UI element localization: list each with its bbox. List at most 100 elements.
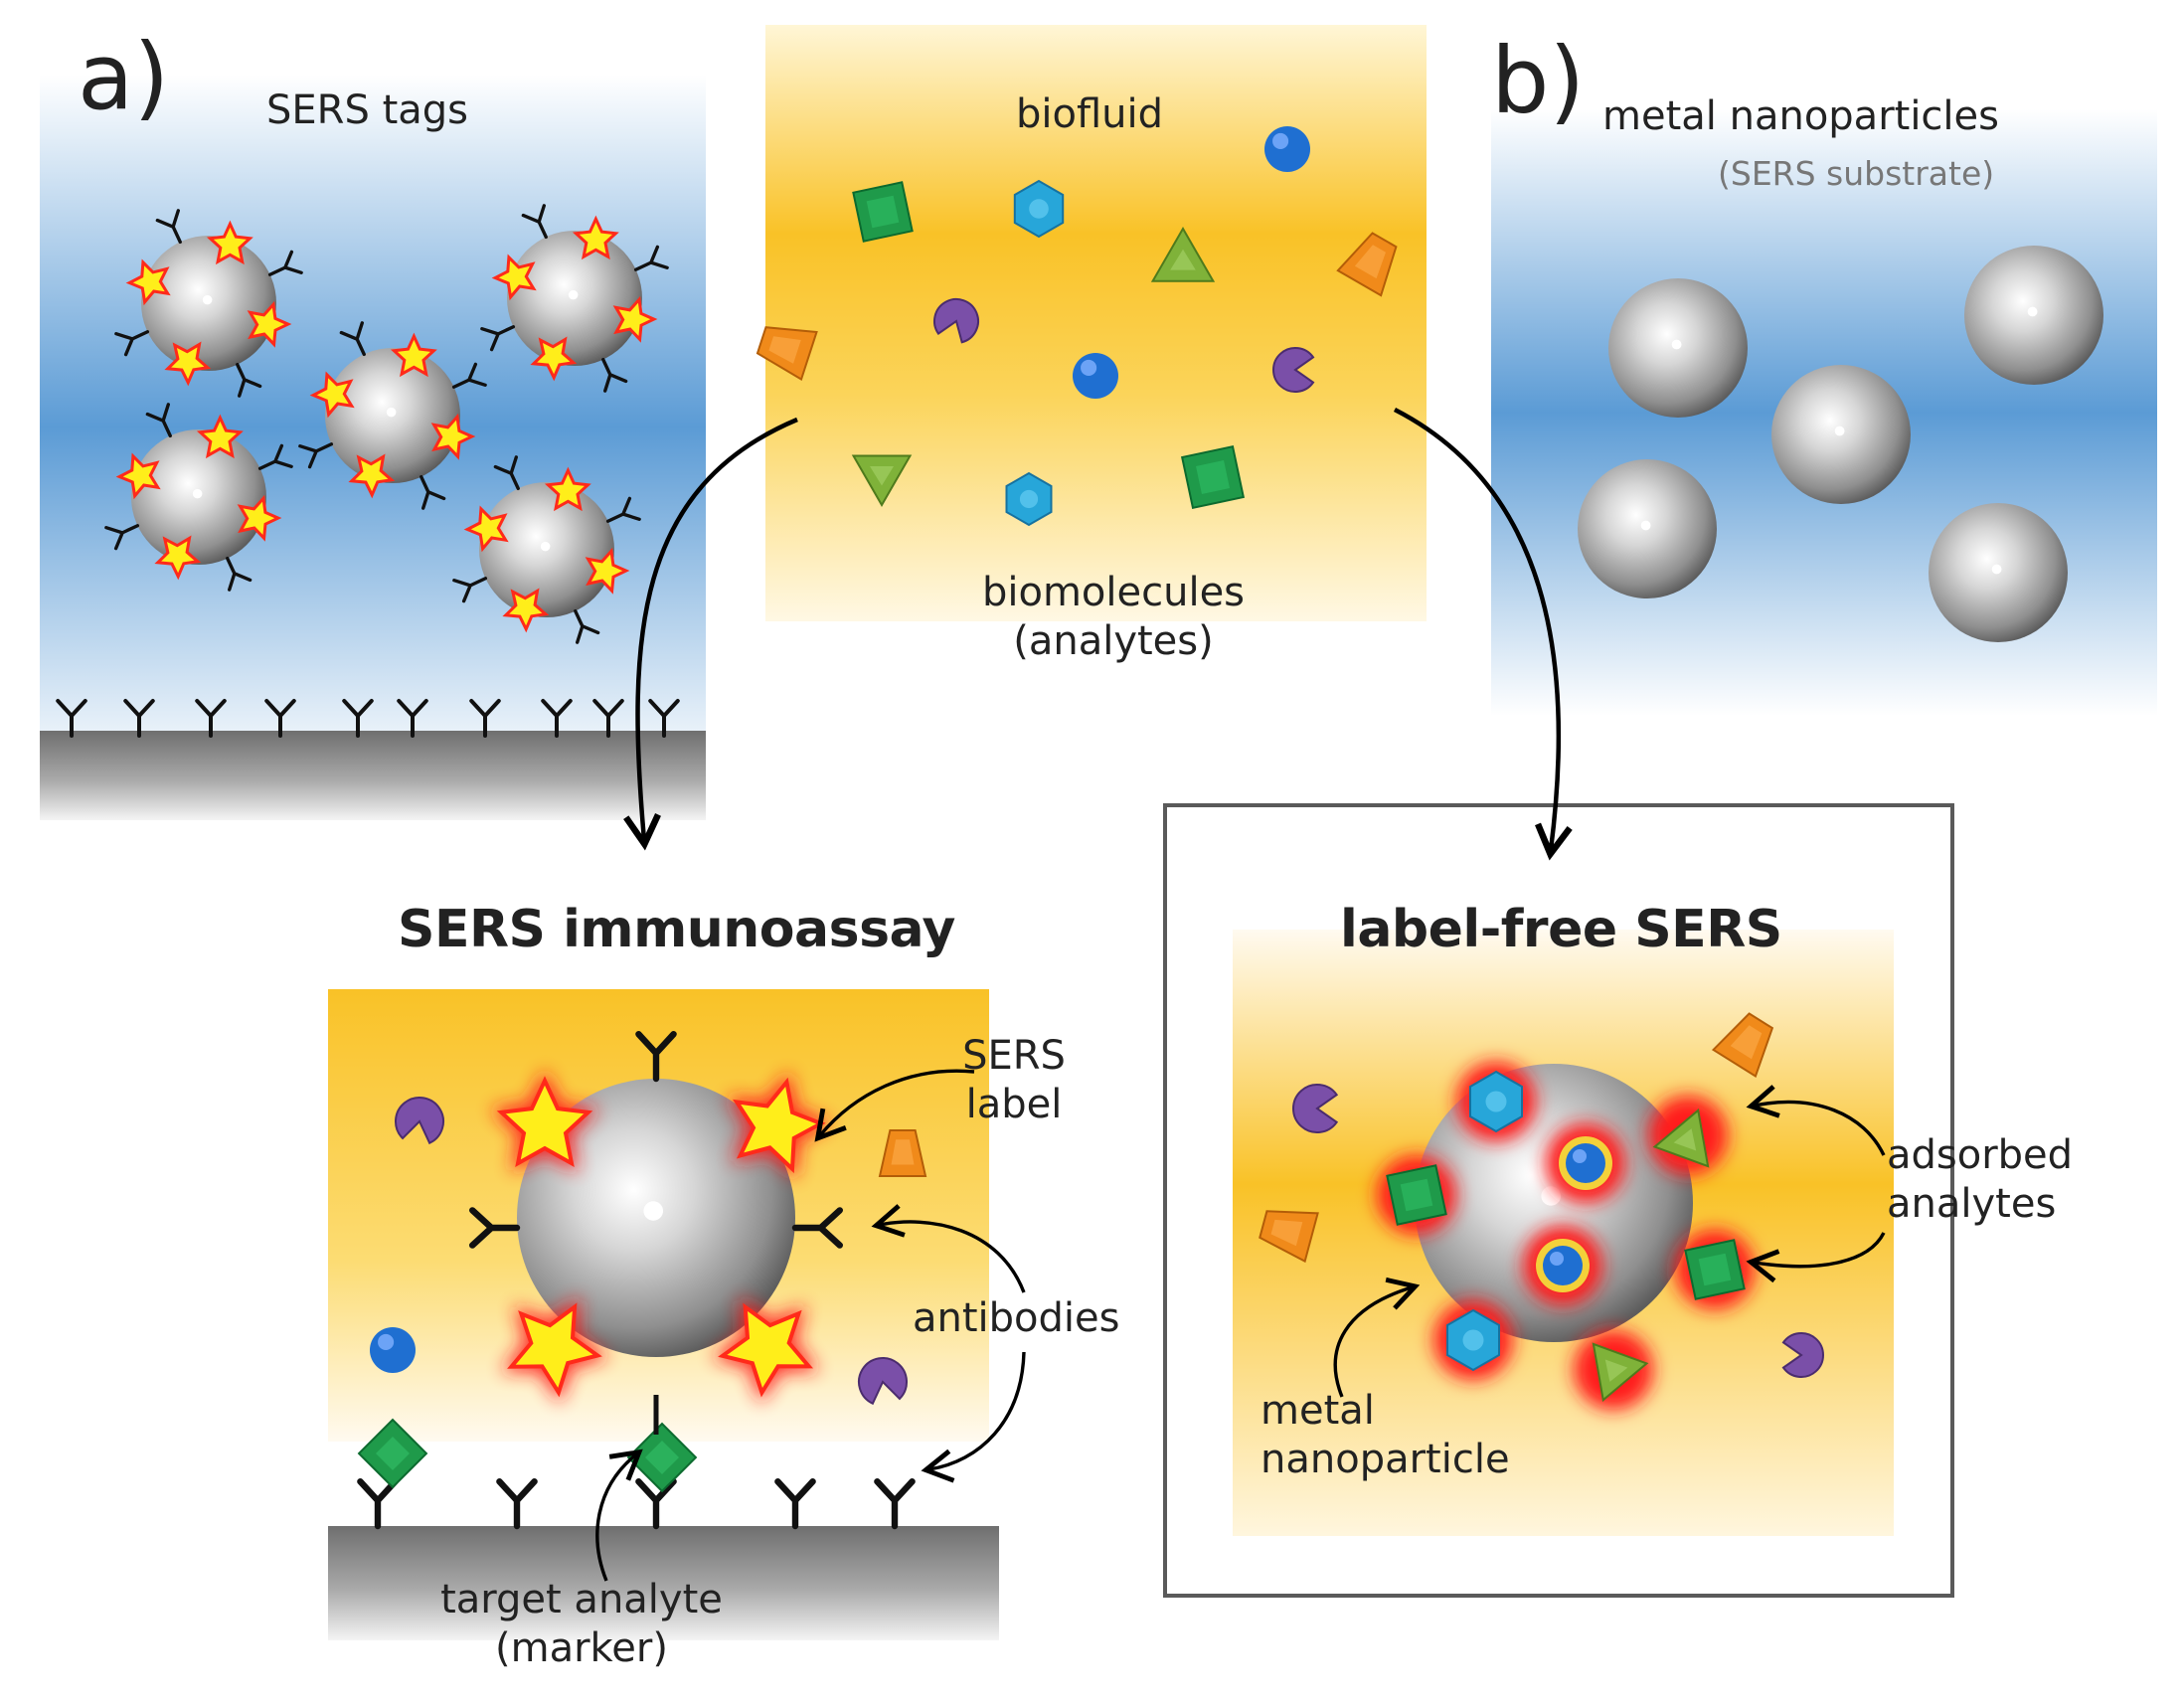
antibody bbox=[468, 1207, 521, 1249]
antibody bbox=[226, 556, 252, 592]
antibody bbox=[114, 330, 150, 357]
biofluid-title: biofluid bbox=[1016, 91, 1164, 137]
analyte-shape bbox=[1566, 1143, 1605, 1183]
sers-tag bbox=[452, 455, 641, 644]
analyte-facet bbox=[645, 1441, 679, 1474]
orange-analyte bbox=[878, 1129, 927, 1177]
metal-nanoparticles-group bbox=[1578, 246, 2103, 642]
antibody-shape bbox=[521, 204, 548, 240]
sphere-highlight bbox=[192, 488, 203, 499]
panel-b-subtitle: (SERS substrate) bbox=[1718, 154, 1995, 193]
green-analyte bbox=[1180, 444, 1246, 510]
antibody bbox=[267, 250, 303, 276]
analyte-shape bbox=[1292, 1084, 1339, 1133]
analyte-highlight bbox=[1573, 1149, 1587, 1163]
antibody-shape bbox=[493, 455, 520, 491]
antibody bbox=[451, 362, 487, 389]
antibody bbox=[342, 699, 374, 738]
free-purple-analyte bbox=[1781, 1332, 1824, 1378]
label-free-scene bbox=[1259, 1012, 1824, 1410]
antibodies-caption: antibodies bbox=[913, 1295, 1120, 1341]
nanoparticle bbox=[507, 231, 642, 366]
antibody-shape bbox=[114, 330, 150, 357]
adsorbed-green-analyte bbox=[1684, 1239, 1746, 1300]
sers-label-star bbox=[390, 332, 437, 378]
star-shape bbox=[115, 452, 161, 500]
star-shape bbox=[502, 588, 550, 633]
analyte-shape bbox=[370, 1327, 416, 1373]
sphere-highlight bbox=[202, 294, 213, 305]
immunoassay-substrate bbox=[328, 1526, 999, 1640]
analyte-shape bbox=[933, 298, 979, 344]
adsorbed-olive-analyte bbox=[1592, 1342, 1649, 1403]
antibody bbox=[104, 524, 140, 551]
analyte-shape bbox=[395, 1097, 444, 1145]
analyte-facet bbox=[1604, 1359, 1628, 1382]
star-shape bbox=[733, 1077, 826, 1174]
antibody bbox=[397, 699, 428, 738]
sers-label-star bbox=[491, 254, 537, 301]
arrow-adsorbed-upper bbox=[1746, 1085, 1886, 1156]
antibody-shape bbox=[592, 699, 624, 738]
sphere-highlight bbox=[1671, 339, 1682, 350]
analyte-facet bbox=[1270, 1219, 1303, 1247]
star-shape bbox=[164, 341, 212, 387]
antibody-shape bbox=[339, 321, 366, 357]
target-analyte-line2: (marker) bbox=[495, 1624, 668, 1671]
panel-b-title: metal nanoparticles bbox=[1602, 93, 1999, 139]
sers-label-star bbox=[501, 1296, 609, 1404]
sers-label-star bbox=[309, 371, 355, 419]
antibody bbox=[541, 699, 573, 738]
sers-label-star bbox=[502, 588, 550, 633]
analyte-facet bbox=[1019, 489, 1039, 509]
antibody bbox=[452, 577, 488, 603]
adsorbed-olive-analyte bbox=[1652, 1108, 1710, 1168]
label-free-title: label-free SERS bbox=[1340, 900, 1782, 959]
analyte-facet bbox=[1485, 1091, 1507, 1112]
analyte-facet bbox=[866, 195, 900, 229]
metal-nanoparticle bbox=[1771, 365, 1911, 504]
antibody bbox=[874, 1477, 916, 1530]
target-analyte-caption: target analyte (marker) bbox=[418, 1576, 746, 1673]
biofluid-background bbox=[765, 25, 1427, 621]
free-orange-analyte bbox=[1711, 1012, 1774, 1078]
antibody-shape bbox=[56, 699, 87, 738]
immunoassay-scene bbox=[357, 1030, 927, 1530]
analyte-facet bbox=[1400, 1178, 1433, 1212]
antibody-shape bbox=[452, 577, 488, 603]
sphere-highlight bbox=[1834, 426, 1845, 436]
antibody-shape bbox=[226, 556, 252, 592]
sers-tag bbox=[480, 204, 669, 393]
panel-b-letter: b) bbox=[1491, 28, 1586, 134]
free-orange-analyte bbox=[1259, 1210, 1319, 1264]
sphere-highlight bbox=[568, 289, 579, 300]
sers-label-star bbox=[490, 1069, 599, 1173]
star-shape bbox=[206, 220, 253, 265]
antibody bbox=[469, 699, 501, 738]
antibody bbox=[774, 1477, 816, 1530]
antibody-shape bbox=[574, 608, 600, 644]
antibody bbox=[496, 1477, 538, 1530]
sers-tag bbox=[104, 403, 293, 592]
adsorbed-blue-analyte bbox=[1543, 1246, 1583, 1285]
sphere-highlight bbox=[1991, 564, 2002, 575]
analyte-facet bbox=[1029, 199, 1049, 219]
antibody-shape bbox=[123, 699, 155, 738]
antibody bbox=[339, 321, 366, 357]
adsorbed-line2: analytes bbox=[1887, 1180, 2057, 1227]
sers-label-star bbox=[544, 466, 591, 512]
antibody-shape bbox=[605, 496, 641, 523]
nanoparticle bbox=[325, 348, 460, 483]
star-shape bbox=[196, 414, 244, 459]
antibody bbox=[633, 245, 669, 271]
antibody-shape bbox=[468, 1207, 521, 1249]
antibody bbox=[264, 699, 296, 738]
sers-label-line2: label bbox=[965, 1081, 1063, 1127]
arrow-target-analyte bbox=[595, 1449, 643, 1582]
star-shape bbox=[430, 413, 476, 460]
adsorbed-cyan-analyte bbox=[1469, 1070, 1523, 1133]
metal-nanoparticle bbox=[1929, 503, 2068, 642]
analyte-highlight bbox=[1272, 132, 1289, 149]
antibody-shape bbox=[155, 209, 182, 245]
antibody-shape bbox=[257, 443, 293, 470]
